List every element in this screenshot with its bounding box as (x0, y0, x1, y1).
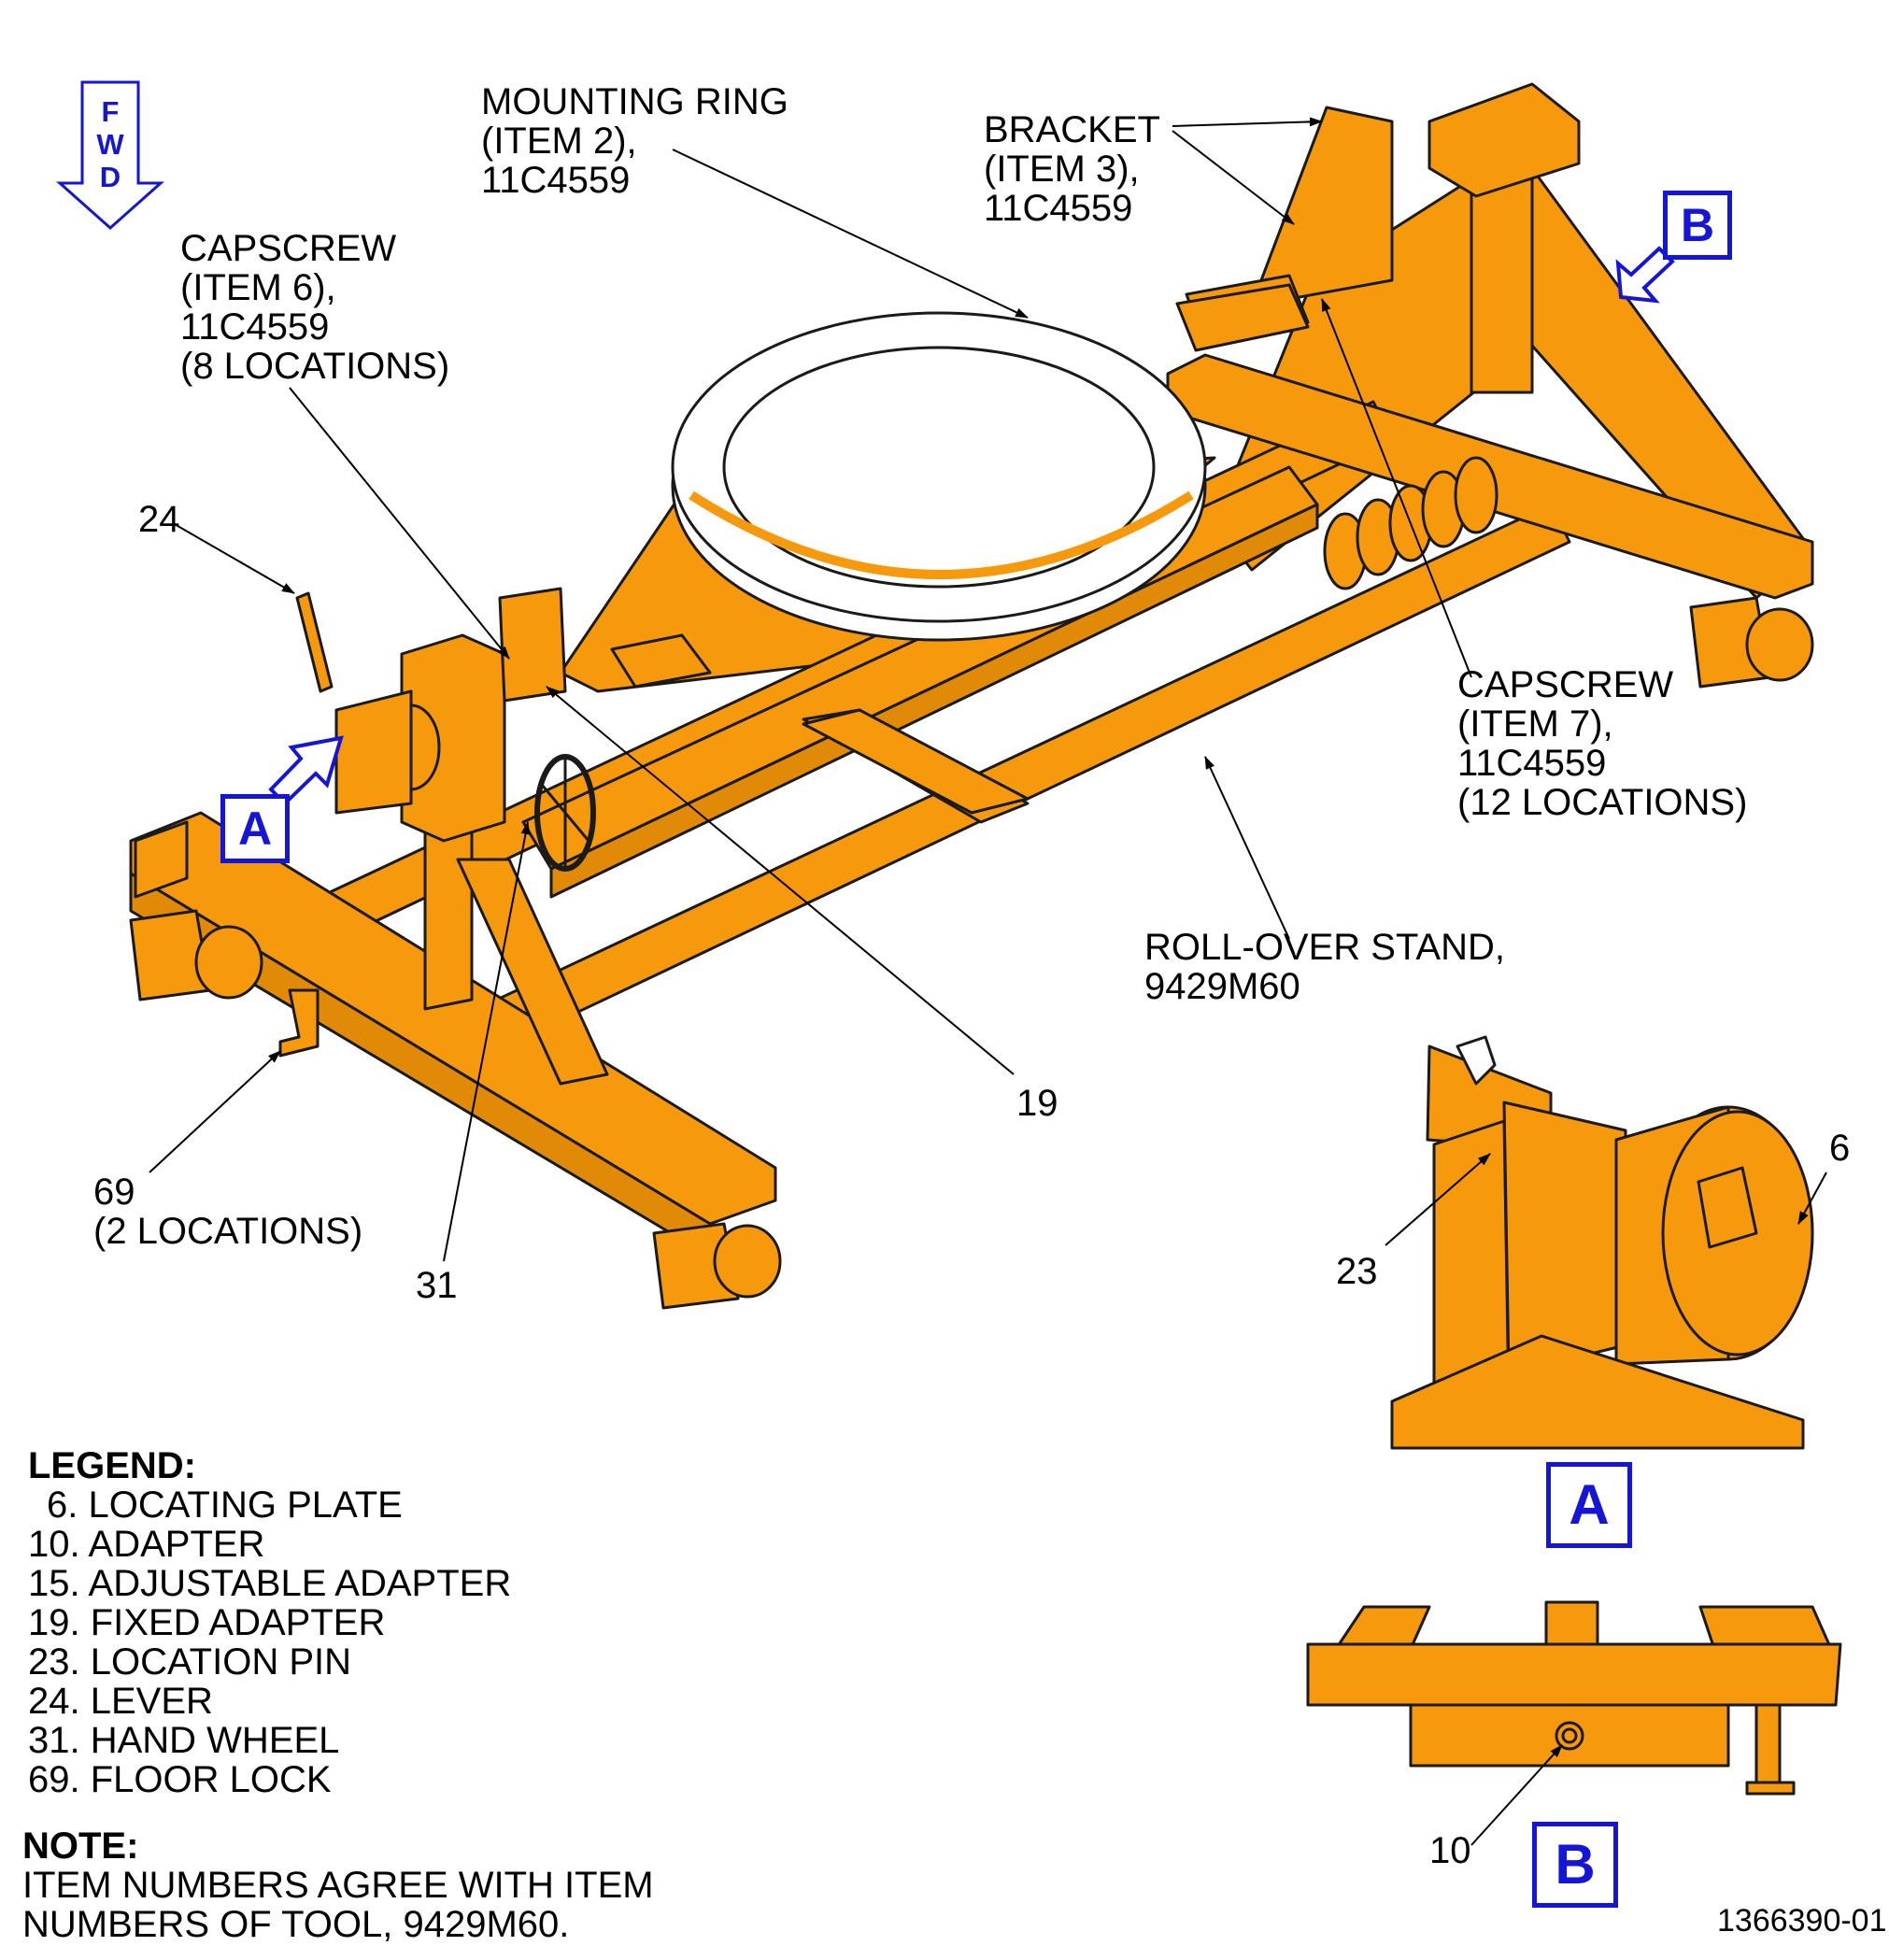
fwd-arrow-icon (56, 80, 164, 231)
detail-b (1306, 1600, 1842, 1796)
note-line: NUMBERS OF TOOL, 9429M60. (22, 1904, 570, 1945)
callout-capscrew-7: CAPSCREW (ITEM 7), 11C4559 (12 LOCATIONS… (1457, 664, 1748, 823)
legend-item: 24. LEVER (28, 1681, 213, 1722)
callout-item-69: 69 (2 LOCATIONS) (93, 1172, 363, 1252)
caster-front-right (652, 1222, 782, 1310)
fwd-letter-w: W (96, 128, 124, 161)
spring (1323, 456, 1498, 590)
view-marker-b-main: B (1663, 191, 1732, 260)
lever (295, 591, 334, 693)
caster-front-left (129, 909, 263, 1001)
callout-item-19: 19 (1016, 1083, 1058, 1124)
callout-bracket: BRACKET (ITEM 3), 11C4559 (984, 109, 1160, 229)
legend-item: 69. FLOOR LOCK (28, 1759, 332, 1800)
callout-mounting-ring: MOUNTING RING (ITEM 2), 11C4559 (481, 81, 788, 201)
note: NOTE: ITEM NUMBERS AGREE WITH ITEM NUMBE… (22, 1826, 654, 1944)
leader-lines (149, 117, 1472, 1262)
legend-title: LEGEND: (28, 1445, 196, 1486)
callout-capscrew-6: CAPSCREW (ITEM 6), 11C4559 (8 LOCATIONS) (180, 228, 450, 387)
fwd-letter-d: D (99, 161, 121, 193)
legend-item: 31. HAND WHEEL (28, 1720, 340, 1761)
gearbox (400, 633, 506, 843)
legend-item: 10. ADAPTER (28, 1524, 265, 1565)
detail-a (1390, 1035, 1814, 1450)
legend-item: 19. FIXED ADAPTER (28, 1602, 386, 1643)
bearing-block (1427, 82, 1581, 198)
view-marker-b-detail: B (1532, 1822, 1618, 1908)
note-line: ITEM NUMBERS AGREE WITH ITEM (22, 1865, 654, 1906)
legend-item: 6. LOCATING PLATE (47, 1484, 403, 1526)
fixed-adapter-plate (498, 587, 567, 703)
figure-number: 1366390-01 (1717, 1903, 1887, 1939)
callout-item-6: 6 (1829, 1128, 1851, 1169)
view-marker-a-detail: A (1546, 1462, 1632, 1548)
callout-item-23: 23 (1336, 1251, 1378, 1292)
callout-roll-over-stand: ROLL-OVER STAND, 9429M60 (1144, 927, 1505, 1007)
note-title: NOTE: (22, 1825, 139, 1867)
front-post (423, 811, 474, 1011)
legend-item: 15. ADJUSTABLE ADAPTER (28, 1563, 512, 1604)
legend: LEGEND: 6. LOCATING PLATE 10. ADAPTER 15… (28, 1446, 511, 1799)
view-marker-a-main: A (220, 794, 290, 863)
callout-item-10: 10 (1429, 1830, 1471, 1871)
callout-item-31: 31 (416, 1265, 458, 1306)
caster-rear-right (1689, 596, 1814, 689)
bracket (1259, 106, 1394, 301)
legend-item: 23. LOCATION PIN (28, 1641, 352, 1683)
mounting-ring (671, 311, 1207, 642)
callout-item-24: 24 (138, 499, 180, 540)
fwd-letter-f: F (101, 95, 120, 128)
hand-wheel-icon (534, 754, 596, 872)
